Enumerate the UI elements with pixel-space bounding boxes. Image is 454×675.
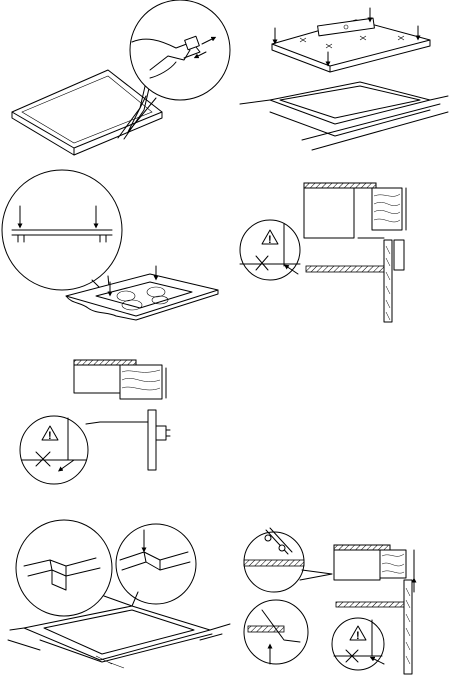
hob-top: [272, 18, 430, 72]
panel-apply-seal-strip: [12, 0, 230, 155]
worktop-cutout: [240, 82, 448, 150]
warning-symbol: !: [48, 430, 52, 442]
panel-clearance-above-drawer: !: [240, 183, 406, 322]
wood-block: [372, 188, 406, 230]
warning-symbol: !: [356, 630, 360, 642]
detail-magnifier-circle: [130, 0, 230, 100]
warning-detail-circle: !: [20, 416, 88, 484]
oven-section: [100, 410, 170, 470]
detail-circle-corner-right: [116, 524, 196, 604]
warning-detail-circle: !: [240, 220, 300, 280]
panel-place-hob-into-cutout: [240, 8, 448, 150]
detail-pointer: [86, 422, 100, 424]
panel-press-hob-edges: [2, 170, 218, 320]
panel-cut-seal-flush: !: [244, 528, 414, 674]
trim-detail-circle: [244, 600, 308, 664]
hob-underside: [12, 70, 162, 155]
hob-frame-outline: [8, 606, 230, 668]
warning-detail-circle: !: [332, 618, 384, 670]
panel-clearance-above-oven: !: [20, 360, 170, 484]
worktop-section: [304, 183, 376, 238]
cutter-detail-circle: [244, 528, 304, 592]
detail-circle-corner-left: [16, 520, 112, 616]
detail-magnifier-circle: [2, 170, 122, 290]
wood-block: [120, 365, 166, 399]
detail-pointer: [300, 570, 332, 580]
drawer-section: [306, 238, 404, 322]
warning-symbol: !: [268, 234, 272, 246]
panel-seal-corners: [8, 520, 230, 668]
